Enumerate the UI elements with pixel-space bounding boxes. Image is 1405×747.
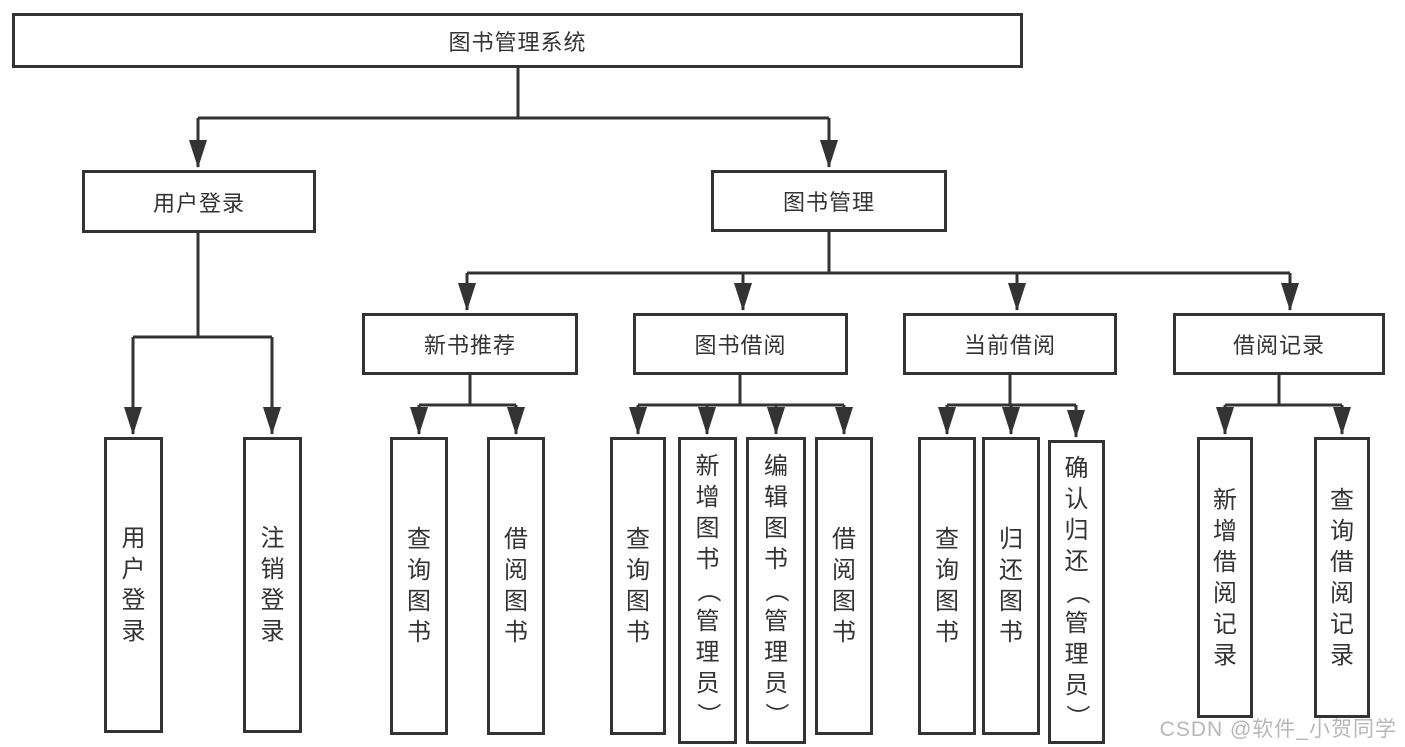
node-user-login-label: 用户登录 bbox=[152, 190, 245, 216]
leaf-add-borrow-record-label: 新增借阅记录 bbox=[1213, 486, 1237, 669]
node-current-borrowing: 当前借阅 bbox=[903, 313, 1117, 375]
leaf-borrow-books-recommend-label: 借阅图书 bbox=[504, 526, 528, 646]
leaf-add-books-admin-label: 新增图书（管理员） bbox=[694, 453, 721, 727]
leaf-user-login-label: 用户登录 bbox=[121, 525, 146, 645]
node-user-login: 用户登录 bbox=[82, 170, 316, 233]
leaf-query-borrow-record: 查询借阅记录 bbox=[1314, 437, 1370, 718]
leaf-logout: 注销登录 bbox=[243, 437, 302, 733]
leaf-borrow-books-borrowing: 借阅图书 bbox=[815, 437, 873, 735]
leaf-borrow-books-recommend: 借阅图书 bbox=[487, 437, 545, 735]
leaf-query-books-recommend: 查询图书 bbox=[390, 437, 448, 735]
node-book-management: 图书管理 bbox=[711, 170, 947, 232]
leaf-return-books: 归还图书 bbox=[982, 437, 1040, 735]
node-root-label: 图书管理系统 bbox=[448, 29, 587, 55]
leaf-logout-label: 注销登录 bbox=[260, 525, 285, 645]
leaf-confirm-return-admin: 确认归还（管理员） bbox=[1048, 440, 1105, 744]
node-book-management-label: 图书管理 bbox=[782, 190, 875, 215]
leaf-return-books-label: 归还图书 bbox=[999, 526, 1023, 646]
leaf-query-books-current-label: 查询图书 bbox=[935, 526, 959, 646]
node-book-borrowing-label: 图书借阅 bbox=[694, 333, 787, 358]
node-book-borrowing: 图书借阅 bbox=[633, 313, 848, 375]
leaf-query-borrow-record-label: 查询借阅记录 bbox=[1330, 486, 1354, 669]
node-borrowing-records-label: 借阅记录 bbox=[1232, 333, 1325, 358]
leaf-query-books-borrowing-label: 查询图书 bbox=[626, 526, 650, 646]
node-new-book-recommendation-label: 新书推荐 bbox=[423, 333, 516, 358]
node-new-book-recommendation: 新书推荐 bbox=[362, 313, 578, 375]
leaf-confirm-return-admin-label: 确认归还（管理员） bbox=[1063, 454, 1090, 729]
leaf-edit-books-admin: 编辑图书（管理员） bbox=[746, 437, 806, 744]
leaf-query-books-borrowing: 查询图书 bbox=[610, 437, 666, 735]
leaf-user-login: 用户登录 bbox=[104, 437, 163, 733]
leaf-add-borrow-record: 新增借阅记录 bbox=[1197, 437, 1253, 718]
leaf-query-books-recommend-label: 查询图书 bbox=[407, 526, 431, 646]
leaf-query-books-current: 查询图书 bbox=[918, 437, 976, 735]
leaf-borrow-books-borrowing-label: 借阅图书 bbox=[832, 526, 856, 646]
node-current-borrowing-label: 当前借阅 bbox=[963, 333, 1056, 358]
node-borrowing-records: 借阅记录 bbox=[1173, 313, 1385, 375]
leaf-add-books-admin: 新增图书（管理员） bbox=[678, 437, 737, 744]
node-root-library-system: 图书管理系统 bbox=[12, 13, 1023, 68]
leaf-edit-books-admin-label: 编辑图书（管理员） bbox=[762, 453, 790, 727]
